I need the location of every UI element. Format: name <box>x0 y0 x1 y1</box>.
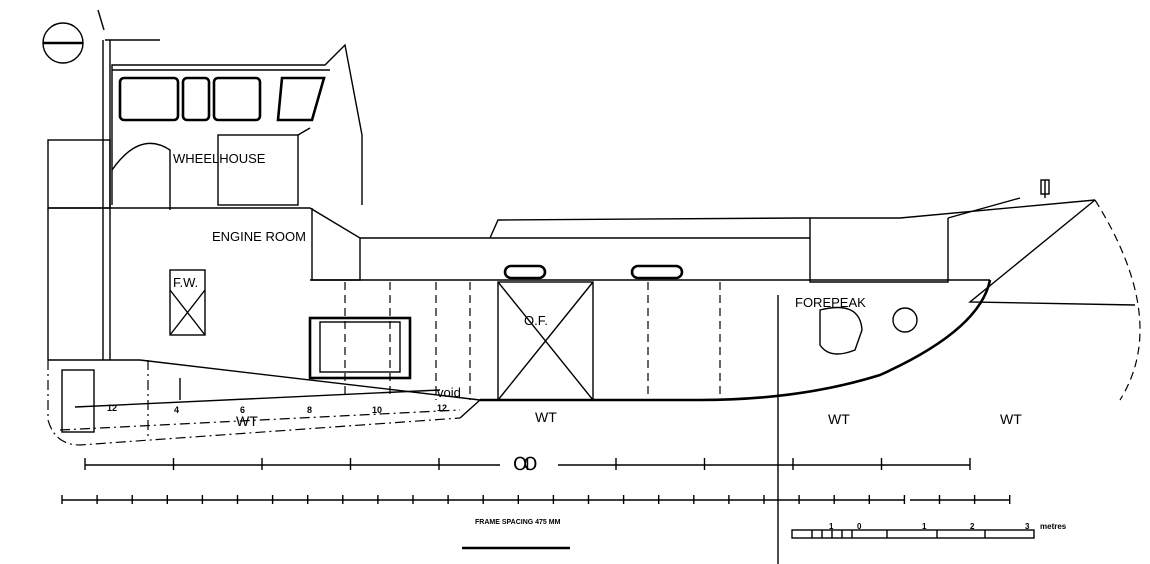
scale-bar: 1 0 1 2 3 metres <box>791 522 1067 539</box>
scale-tick: 0 <box>857 522 862 531</box>
label-wt: WT <box>236 413 258 429</box>
label-wt: WT <box>828 411 850 427</box>
label-fw: F.W. <box>173 275 198 290</box>
frame-number: 10 <box>372 405 382 415</box>
frame-number: 4 <box>174 405 179 415</box>
window <box>276 76 326 122</box>
scale-tick: 1 <box>829 522 834 531</box>
label-wheelhouse: WHEELHOUSE <box>173 151 266 166</box>
label-wt: WT <box>535 409 557 425</box>
window <box>118 76 180 122</box>
label-engine-room: ENGINE ROOM <box>212 229 306 244</box>
frame-scale-upper: Ꝏ <box>84 454 971 474</box>
hull <box>47 179 1141 446</box>
label-forepeak: FOREPEAK <box>795 295 866 310</box>
midship-symbol: Ꝏ <box>513 454 537 474</box>
scale-tick: 2 <box>970 522 975 531</box>
label-of: O.F. <box>524 313 548 328</box>
mast-light <box>42 9 160 360</box>
frame-scale-lower <box>61 495 1011 504</box>
frame-spacing-note: FRAME SPACING 475 MM <box>475 519 561 526</box>
label-wt: WT <box>1000 411 1022 427</box>
wheelhouse <box>47 43 363 210</box>
scale-unit: metres <box>1040 522 1067 531</box>
fw-tank <box>169 269 206 336</box>
frame-lines <box>74 282 721 440</box>
scale-tick: 3 <box>1025 522 1030 531</box>
scale-tick: 1 <box>922 522 927 531</box>
of-tank <box>497 264 684 401</box>
engine <box>308 316 412 380</box>
window <box>181 76 211 122</box>
frame-number: 8 <box>307 405 312 415</box>
label-void: void <box>437 385 461 400</box>
frame-number: 6 <box>240 405 245 415</box>
frame-number: 12 <box>437 403 447 413</box>
frame-number: 12 <box>107 403 117 413</box>
window <box>212 76 262 122</box>
